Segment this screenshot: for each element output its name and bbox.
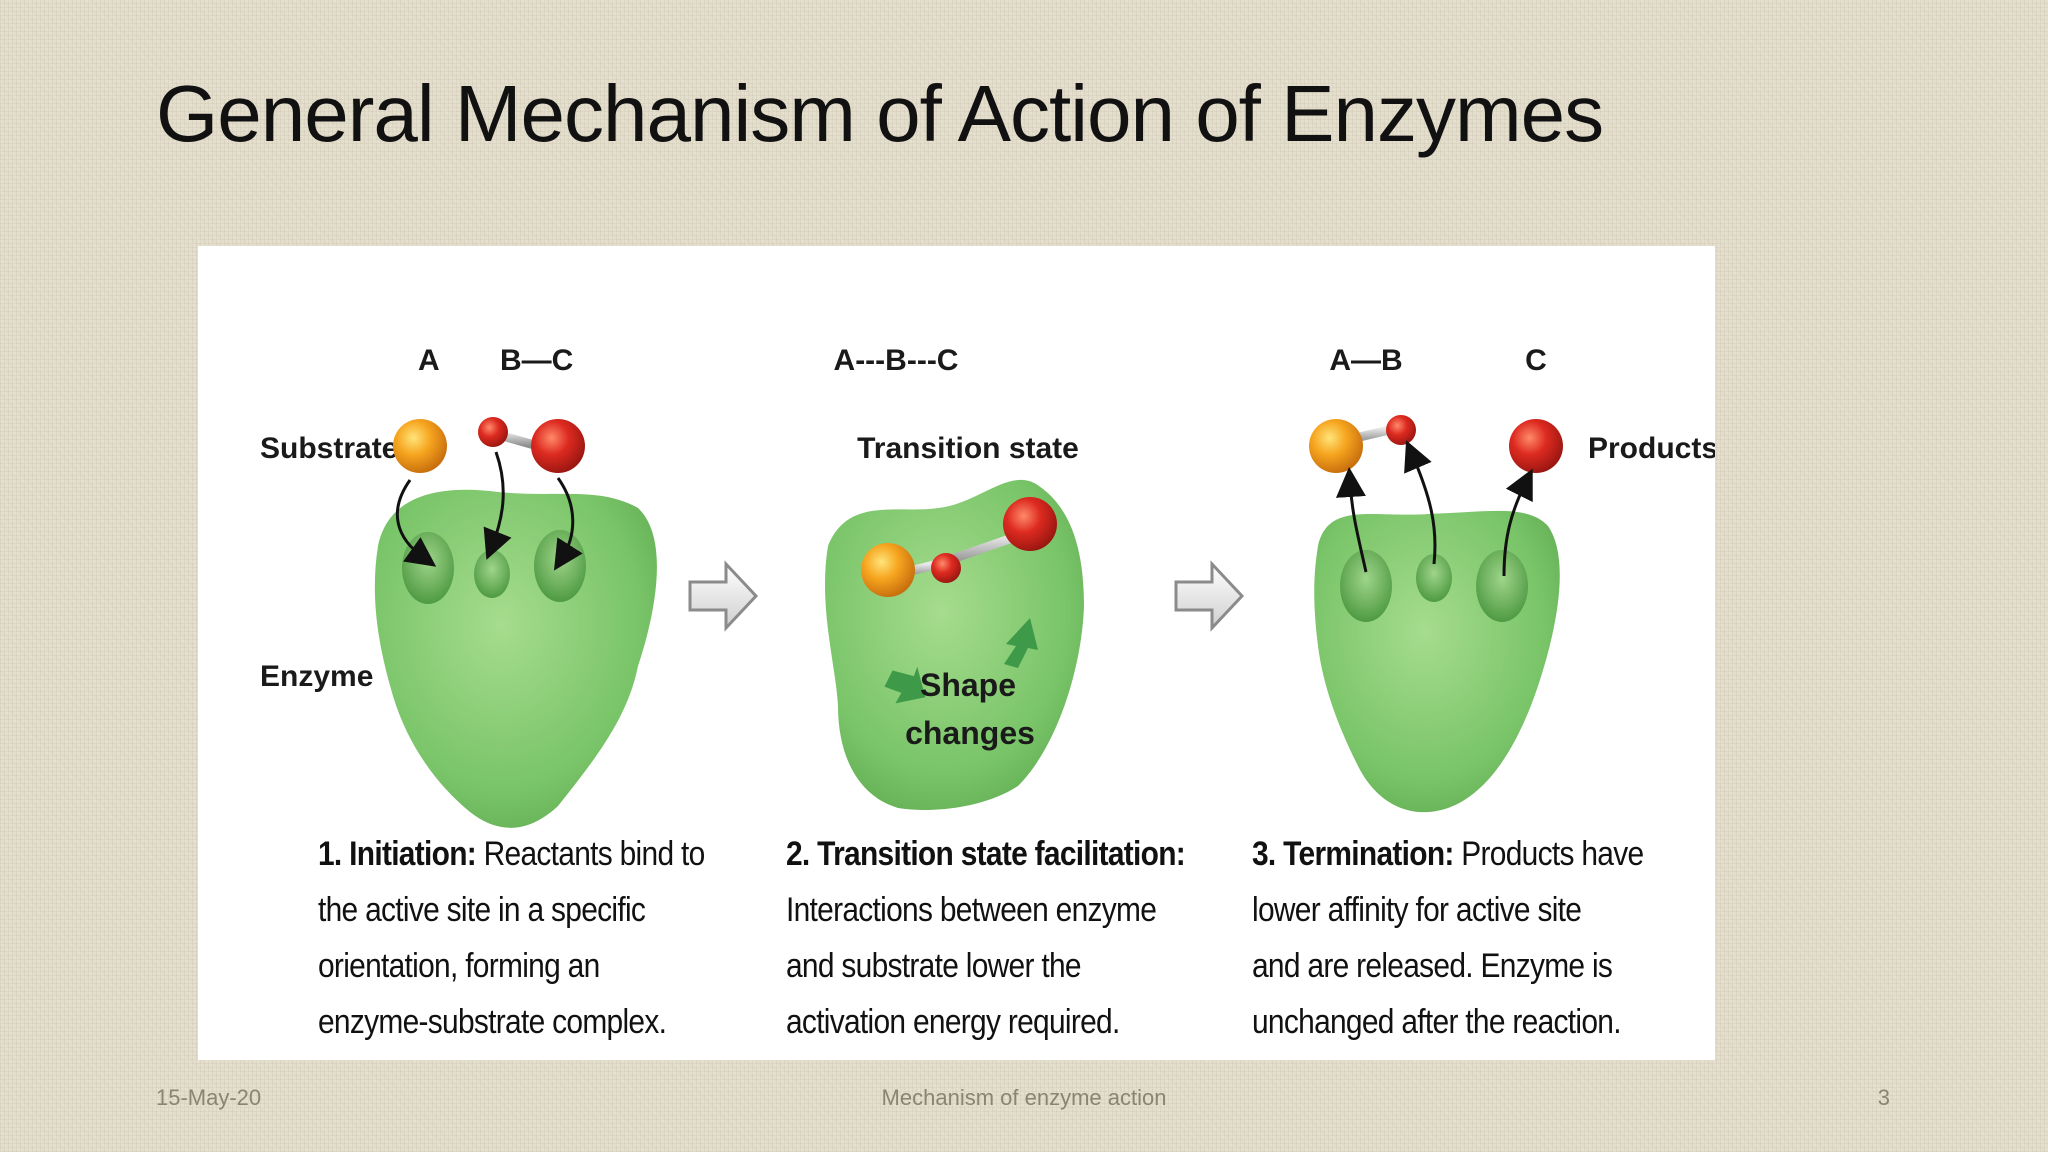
label-changes: changes	[905, 715, 1035, 751]
caption-initiation: 1. Initiation: Reactants bind to the act…	[318, 826, 705, 1050]
shape-change-arrow-icon	[1004, 618, 1038, 668]
label-b-c: B—C	[500, 344, 573, 377]
footer-title: Mechanism of enzyme action	[881, 1085, 1167, 1110]
caption-line: 2. Transition state facilitation:	[786, 835, 1186, 873]
substrate-a	[861, 543, 915, 597]
caption-line: 3. Termination: Products have	[1252, 835, 1644, 873]
label-substrates: Substrates	[260, 432, 415, 465]
active-site-pit	[402, 532, 454, 604]
panel-termination: A—B C Products	[1309, 344, 1715, 813]
shape-change-arrow-icon	[884, 666, 926, 704]
label-a: A	[418, 344, 440, 377]
caption-line: Interactions between enzyme	[786, 891, 1157, 929]
label-c: C	[1525, 344, 1547, 377]
active-site-pit	[1476, 550, 1528, 622]
caption-transition-state: 2. Transition state facilitation: Intera…	[786, 826, 1186, 1050]
active-site-pit	[474, 550, 510, 598]
caption-line: the active site in a specific	[318, 891, 646, 929]
slide-title: General Mechanism of Action of Enzymes	[156, 69, 1604, 158]
label-a-b-c: A---B---C	[834, 344, 959, 377]
substrate-c	[531, 419, 585, 473]
footer-page-number: 3	[1877, 1085, 1890, 1110]
label-a-b: A—B	[1329, 344, 1402, 377]
panel-initiation: A B—C Substrates Enzyme	[260, 344, 657, 828]
label-shape: Shape	[920, 667, 1016, 703]
active-site-pit	[534, 530, 586, 602]
caption-termination: 3. Termination: Products have lower affi…	[1252, 826, 1644, 1050]
active-site-pit	[1416, 554, 1452, 602]
bind-arrow	[395, 479, 437, 567]
caption-line: and are released. Enzyme is	[1252, 947, 1613, 985]
product-c	[1509, 419, 1563, 473]
substrate-c	[1003, 497, 1057, 551]
label-enzyme: Enzyme	[260, 660, 373, 693]
enzyme-mechanism-diagram: A B—C Substrates Enzyme A---B---C Transi…	[260, 344, 1715, 828]
substrate-b	[478, 417, 508, 447]
bind-arrow	[483, 451, 512, 560]
release-arrow	[1404, 440, 1437, 565]
label-products: Products	[1588, 432, 1715, 465]
caption-line: orientation, forming an	[318, 947, 600, 985]
active-site-pit	[1340, 550, 1392, 622]
bind-arrow	[553, 477, 583, 571]
caption-line: lower affinity for active site	[1252, 891, 1582, 929]
release-arrow	[1335, 467, 1368, 573]
product-b	[1386, 415, 1416, 445]
caption-line: 1. Initiation: Reactants bind to	[318, 835, 705, 873]
label-transition-state: Transition state	[857, 432, 1079, 465]
enzyme-mechanism-figure: A B—C Substrates Enzyme A---B---C Transi…	[198, 246, 1715, 1060]
step-arrow-icon	[688, 560, 759, 632]
footer-date: 15-May-20	[156, 1085, 262, 1110]
caption-line: enzyme-substrate complex.	[318, 1003, 667, 1041]
substrate-a	[393, 419, 447, 473]
caption-line: unchanged after the reaction.	[1252, 1003, 1622, 1041]
step-arrow-icon	[1174, 560, 1245, 632]
release-arrow	[1502, 468, 1533, 577]
panel-transition-state: A---B---C Transition state Shape changes	[824, 344, 1084, 810]
substrate-b	[931, 553, 961, 583]
caption-line: activation energy required.	[786, 1003, 1120, 1041]
product-a	[1309, 419, 1363, 473]
caption-line: and substrate lower the	[786, 947, 1082, 985]
